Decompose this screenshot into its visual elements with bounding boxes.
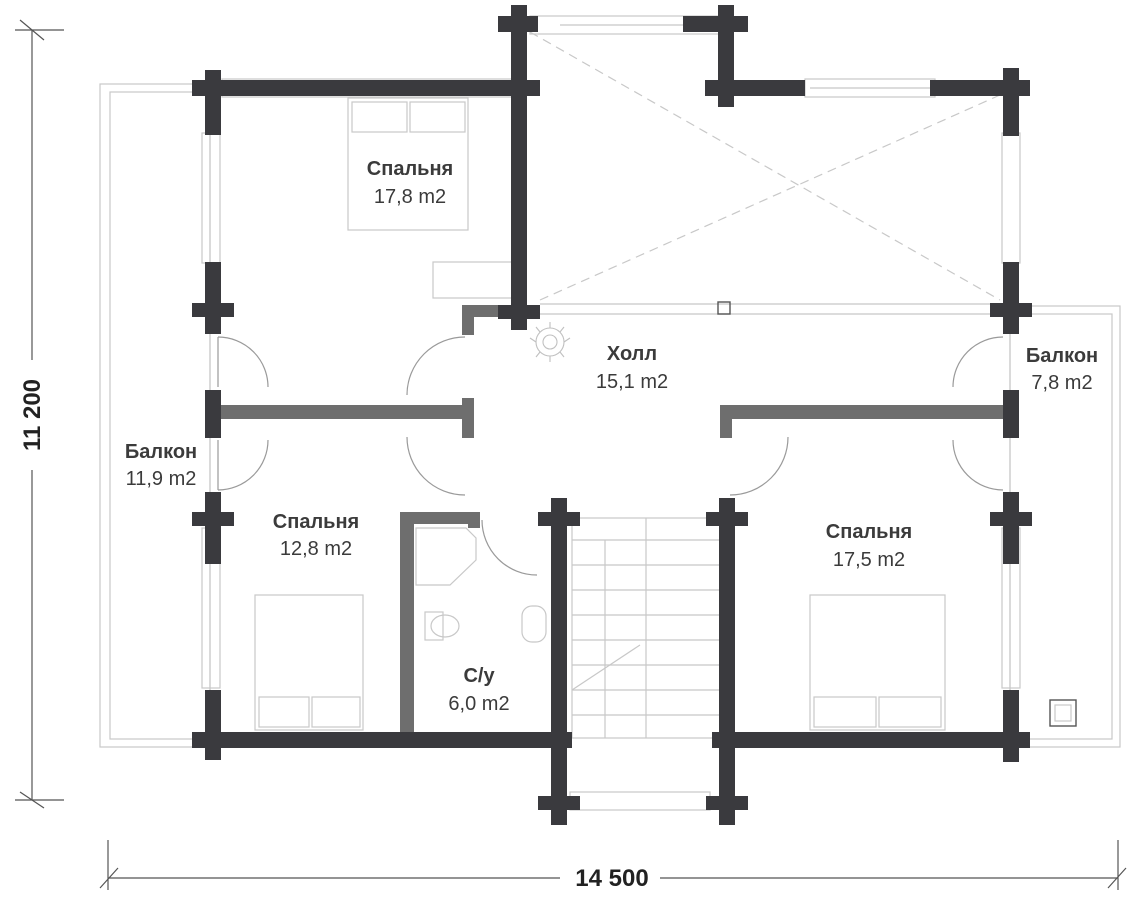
room-name: Балкон xyxy=(125,441,197,463)
log-walls xyxy=(192,5,1032,825)
room-area: 11,9 m2 xyxy=(126,468,197,490)
bed-right xyxy=(809,594,946,731)
bed-left xyxy=(254,594,364,731)
shower-tray xyxy=(415,527,477,586)
room-bathroom: С/у 6,0 m2 xyxy=(448,665,509,715)
room-bedroom-top: Спальня 17,8 m2 xyxy=(367,158,453,208)
plant-icon xyxy=(529,322,571,362)
room-area: 6,0 m2 xyxy=(448,693,509,715)
room-name: Холл xyxy=(607,343,657,365)
door-swings xyxy=(217,336,1004,576)
staircase xyxy=(571,517,721,739)
room-name: Спальня xyxy=(273,511,359,533)
room-name: Балкон xyxy=(1026,345,1098,367)
bed-top xyxy=(347,97,469,231)
balcony-left-outline xyxy=(99,83,211,748)
dimension-width: 14 500 xyxy=(575,865,648,892)
room-balcony-right: Балкон 7,8 m2 xyxy=(1026,345,1098,394)
room-balcony-left: Балкон 11,9 m2 xyxy=(125,441,197,490)
room-bedroom-left: Спальня 12,8 m2 xyxy=(273,511,359,560)
partitions xyxy=(218,305,1005,734)
room-name: С/у xyxy=(463,665,495,687)
stove xyxy=(1049,699,1077,727)
toilet xyxy=(424,611,444,641)
room-area: 12,8 m2 xyxy=(280,538,352,560)
room-area: 17,5 m2 xyxy=(833,549,905,571)
sink xyxy=(521,605,547,643)
room-area: 7,8 m2 xyxy=(1031,372,1092,394)
room-area: 17,8 m2 xyxy=(374,186,446,208)
open-void-marking xyxy=(529,31,1001,301)
room-name: Спальня xyxy=(367,158,453,180)
room-hall: Холл 15,1 m2 xyxy=(596,343,668,393)
window-frame xyxy=(569,791,711,811)
room-bedroom-right: Спальня 17,5 m2 xyxy=(826,521,912,571)
dimension-height: 11 200 xyxy=(19,379,46,451)
room-name: Спальня xyxy=(826,521,912,543)
room-area: 15,1 m2 xyxy=(596,371,668,393)
